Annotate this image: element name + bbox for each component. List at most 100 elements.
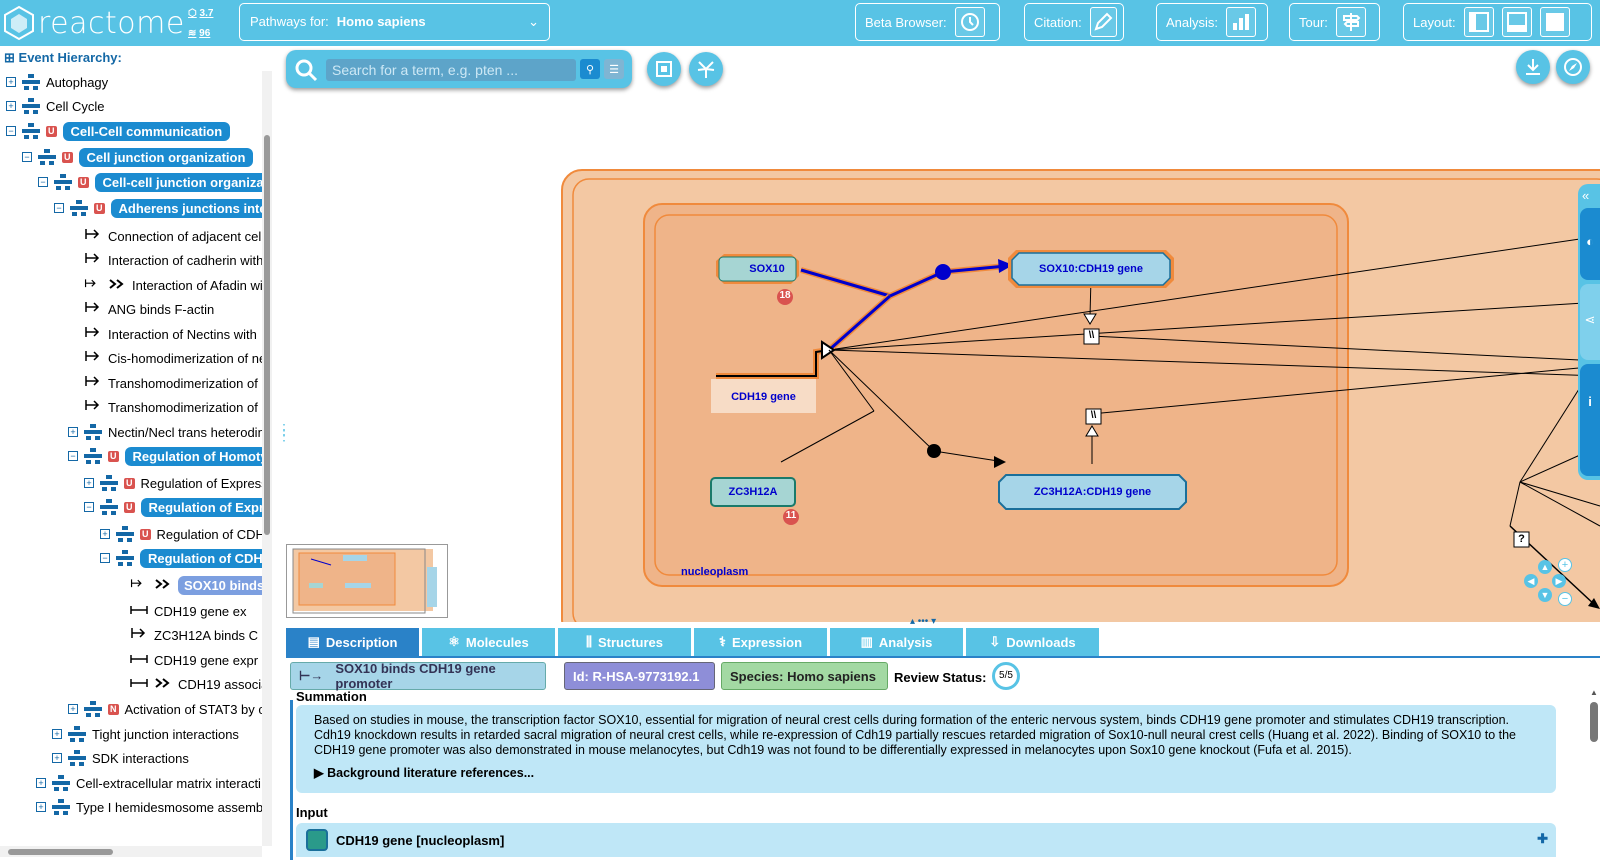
diagram-thumbnail[interactable] — [286, 544, 448, 618]
expand-icon[interactable]: + — [6, 101, 16, 111]
expand-icon[interactable]: + — [52, 729, 62, 739]
tab-structures[interactable]: ⫼Structures — [558, 628, 691, 656]
tab-description[interactable]: ▤Description — [286, 628, 419, 656]
layout-full-icon[interactable] — [1539, 7, 1570, 37]
tab-molecules[interactable]: ⚛Molecules — [422, 628, 555, 656]
search-input[interactable] — [326, 59, 576, 81]
tree-item[interactable]: +Cell-extracellular matrix interacti — [36, 772, 261, 794]
history-icon[interactable] — [954, 7, 985, 37]
expand-icon[interactable]: + — [6, 77, 16, 87]
expand-icon[interactable]: + — [36, 802, 46, 812]
scroll-thumb[interactable] — [1590, 702, 1598, 742]
zoom-out-icon[interactable]: − — [1558, 592, 1572, 606]
collapse-icon[interactable]: − — [6, 126, 16, 136]
layout-left-icon[interactable] — [1463, 7, 1494, 37]
tree-item[interactable]: +Cell Cycle — [6, 95, 105, 117]
tab-expression[interactable]: ⚕Expression — [694, 628, 827, 656]
collapse-icon[interactable]: − — [54, 203, 64, 213]
tree-item[interactable]: −Regulation of CDH — [100, 547, 271, 569]
share-icon[interactable]: ⋖ — [1580, 284, 1600, 360]
complex1-label[interactable]: SOX10:CDH19 gene — [1039, 263, 1143, 275]
tab-analysis[interactable]: ▥Analysis — [830, 628, 963, 656]
tree-item[interactable]: CDH19 associa — [130, 673, 268, 695]
expand-icon[interactable]: + — [68, 427, 78, 437]
tree-item[interactable]: CDH19 gene expr — [130, 649, 258, 671]
input-item[interactable]: CDH19 gene [nucleoplasm] ✚ — [296, 823, 1556, 857]
review-status-badge[interactable]: 5/5 — [992, 662, 1020, 690]
tree-item[interactable]: +Nectin/Necl trans heterodim — [68, 421, 268, 443]
literature-toggle[interactable]: ▶ Background literature references... — [314, 766, 535, 780]
sox10-label[interactable]: SOX10 — [749, 263, 785, 275]
signpost-icon[interactable] — [1335, 7, 1366, 37]
tree-item[interactable]: +Autophagy — [6, 71, 108, 93]
zc3h12a-label[interactable]: ZC3H12A — [728, 486, 778, 498]
scroll-thumb[interactable] — [264, 135, 270, 535]
species-selector[interactable]: Pathways for:Homo sapiens ⌄ — [239, 3, 550, 41]
tree-item[interactable]: +Type I hemidesmosome assemb — [36, 796, 263, 818]
pan-left-icon[interactable]: ◀ — [1524, 574, 1538, 588]
details-scrollbar[interactable]: ▲ — [1588, 684, 1600, 857]
cdh19-label[interactable]: CDH19 gene — [731, 391, 796, 403]
edit-icon[interactable] — [1089, 7, 1117, 37]
search-submit-icon[interactable]: ⚲ — [580, 59, 600, 79]
analysis-icon[interactable] — [1226, 7, 1257, 37]
tab-downloads[interactable]: ⇩Downloads — [966, 628, 1099, 656]
tree-item[interactable]: Interaction of Nectins with — [84, 323, 257, 345]
tree-item[interactable]: Transhomodimerization of — [84, 372, 258, 394]
panel-splitter[interactable]: ⋮⋮ — [272, 46, 291, 857]
expand-icon[interactable]: + — [68, 704, 78, 714]
reactome-logo[interactable]: reactome — [4, 4, 185, 42]
pan-down-icon[interactable]: ▼ — [1538, 588, 1552, 602]
tree-item[interactable]: ZC3H12A binds C — [130, 624, 258, 646]
tree-item[interactable]: +Tight junction interactions — [52, 723, 239, 745]
tree-item[interactable]: ANG binds F-actin — [84, 298, 214, 320]
expand-icon[interactable]: + — [36, 778, 46, 788]
tree-item[interactable]: Interaction of Afadin with — [84, 274, 274, 296]
complex2-label[interactable]: ZC3H12A:CDH19 gene — [1033, 486, 1152, 498]
release-number[interactable]: 96 — [199, 28, 211, 39]
fit-diagram-icon[interactable] — [647, 52, 681, 86]
tree-vertical-scrollbar[interactable] — [262, 71, 272, 846]
tree-item[interactable]: Interaction of cadherin with — [84, 249, 263, 271]
tree-item[interactable]: Transhomodimerization of — [84, 396, 258, 418]
info-icon[interactable]: i — [1580, 364, 1600, 476]
palette-icon[interactable]: ◐ — [1580, 208, 1600, 280]
collapse-icon[interactable]: − — [22, 152, 32, 162]
expand-icon[interactable]: + — [100, 529, 110, 539]
collapse-icon[interactable]: − — [84, 502, 94, 512]
pan-right-icon[interactable]: ▶ — [1552, 574, 1566, 588]
scroll-thumb[interactable] — [8, 849, 113, 855]
expand-icon[interactable]: + — [84, 478, 94, 488]
tree-item[interactable]: +SDK interactions — [52, 747, 189, 769]
tree-item[interactable]: SOX10 binds C — [130, 574, 284, 596]
collapse-icon[interactable]: − — [68, 451, 78, 461]
expand-icon[interactable]: ✚ — [1537, 831, 1548, 846]
collapse-icon[interactable]: − — [100, 553, 110, 563]
fireworks-icon[interactable] — [689, 52, 723, 86]
pan-up-icon[interactable]: ▲ — [1538, 560, 1552, 574]
collapse-icon[interactable]: « — [1582, 188, 1590, 203]
download-icon[interactable] — [1516, 50, 1550, 84]
layout-bottom-icon[interactable] — [1501, 7, 1532, 37]
scroll-up-icon[interactable]: ▲ — [1590, 688, 1598, 697]
tree-item[interactable]: CDH19 gene ex — [130, 600, 247, 622]
version-number[interactable]: 3.7 — [199, 8, 214, 19]
resize-handle-icon[interactable]: ▴ ••• ▾ — [910, 616, 937, 627]
tree-item[interactable]: Cis-homodimerization of ne — [84, 347, 266, 369]
expand-icon[interactable]: + — [52, 753, 62, 763]
pathway-diagram[interactable]: ⚲ ☰ SOX10 18 SOX10:CDH19 — [286, 46, 1600, 641]
tree-horizontal-scrollbar[interactable] — [0, 846, 262, 857]
search-options-icon[interactable]: ☰ — [604, 59, 624, 79]
tree-item[interactable]: Connection of adjacent cel — [84, 225, 261, 247]
collapse-icon[interactable]: − — [38, 177, 48, 187]
zoom-in-icon[interactable]: + — [1558, 558, 1572, 572]
